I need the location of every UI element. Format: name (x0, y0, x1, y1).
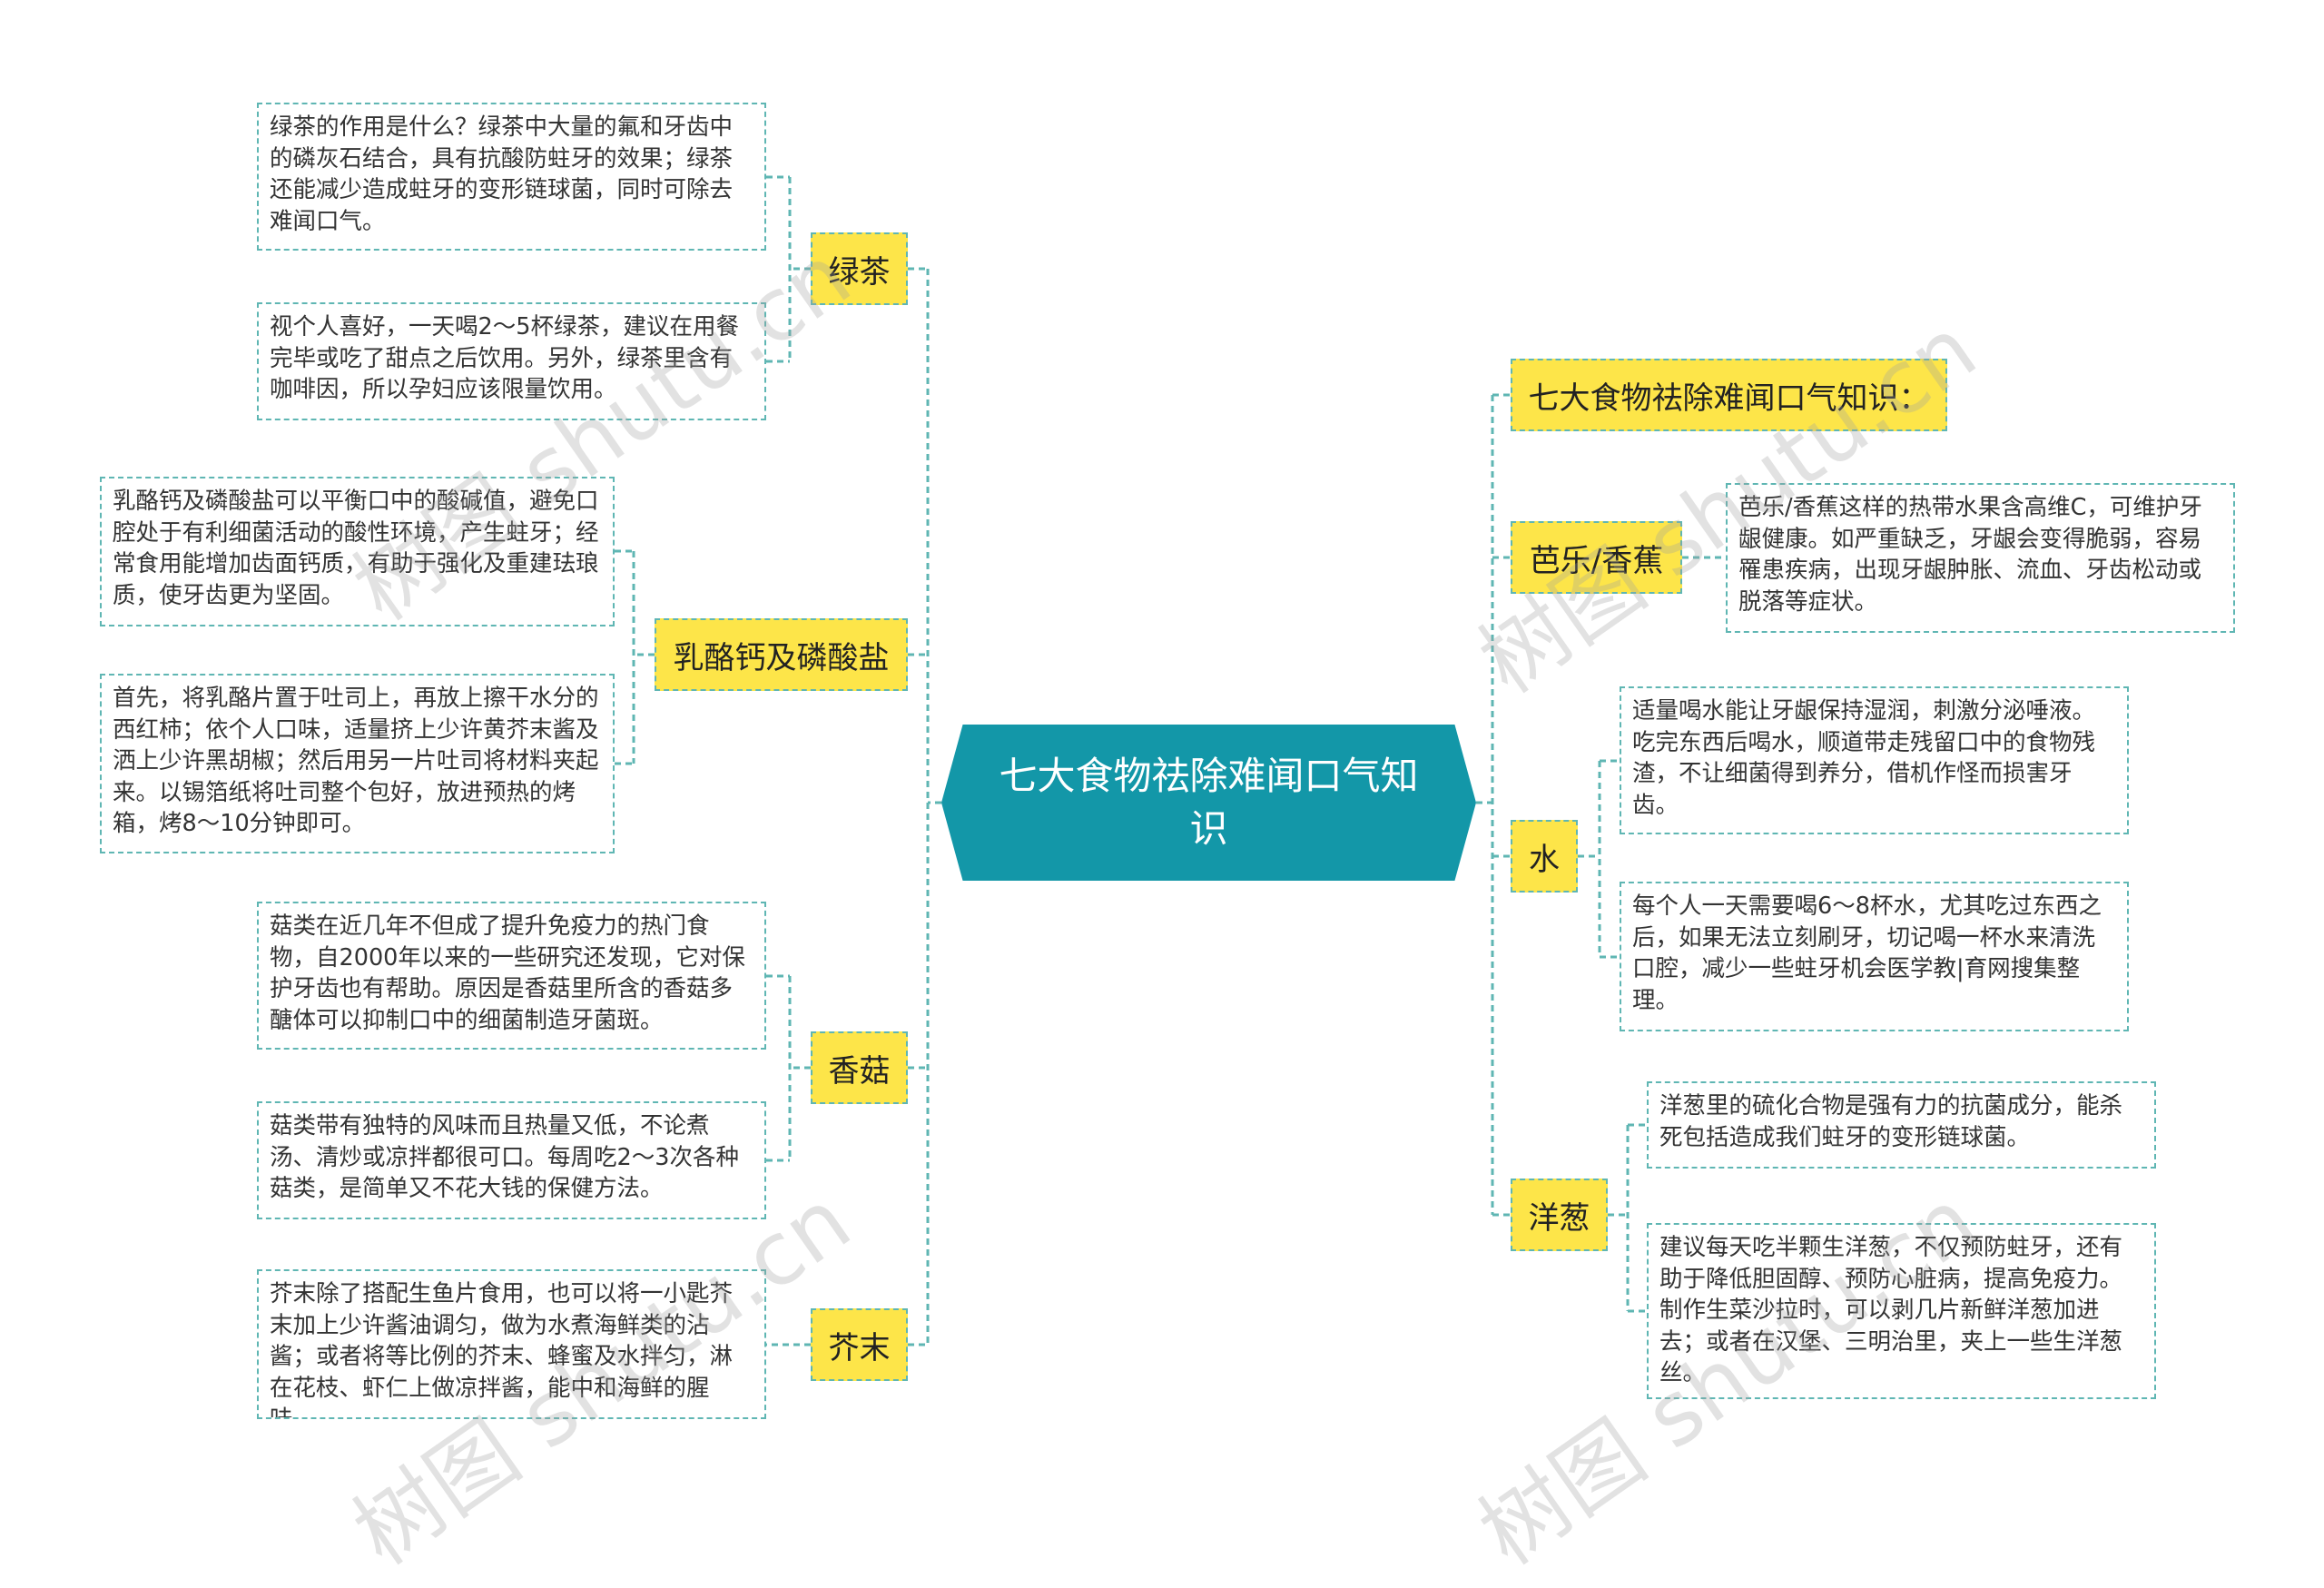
note-mushroom-1[interactable]: 菇类在近几年不但成了提升免疫力的热门食物，自2000年以来的一些研究还发现，它对… (257, 902, 766, 1050)
central-topic[interactable]: 七大食物祛除难闻口气知识 (941, 725, 1476, 881)
note-onion-1[interactable]: 洋葱里的硫化合物是强有力的抗菌成分，能杀死包括造成我们蛀牙的变形链球菌。 (1647, 1081, 2156, 1169)
topic-onion[interactable]: 洋葱 (1511, 1179, 1608, 1251)
note-water-2[interactable]: 每个人一天需要喝6～8杯水，尤其吃过东西之后，如果无法立刻刷牙，切记喝一杯水来清… (1620, 882, 2129, 1031)
note-cheese-2[interactable]: 首先，将乳酪片置于吐司上，再放上擦干水分的西红柿；依个人口味，适量挤上少许黄芥末… (100, 674, 615, 853)
note-cheese-1[interactable]: 乳酪钙及磷酸盐可以平衡口中的酸碱值，避免口腔处于有利细菌活动的酸性环境，产生蛀牙… (100, 477, 615, 626)
topic-mushroom[interactable]: 香菇 (811, 1031, 908, 1104)
topic-water[interactable]: 水 (1511, 820, 1578, 893)
note-mushroom-2[interactable]: 菇类带有独特的风味而且热量又低，不论煮汤、清炒或凉拌都很可口。每周吃2～3次各种… (257, 1101, 766, 1219)
topic-green-tea[interactable]: 绿茶 (811, 232, 908, 305)
note-green-tea-2[interactable]: 视个人喜好，一天喝2～5杯绿茶，建议在用餐完毕或吃了甜点之后饮用。另外，绿茶里含… (257, 302, 766, 420)
connector-lines (615, 175, 1726, 1346)
topic-wasabi[interactable]: 芥末 (811, 1308, 908, 1381)
topic-cheese[interactable]: 乳酪钙及磷酸盐 (655, 618, 908, 691)
note-wasabi-1[interactable]: 芥末除了搭配生鱼片食用，也可以将一小匙芥末加上少许酱油调匀，做为水煮海鲜类的沾酱… (257, 1269, 766, 1419)
note-water-1[interactable]: 适量喝水能让牙龈保持湿润，刺激分泌唾液。吃完东西后喝水，顺道带走残留口中的食物残… (1620, 686, 2129, 834)
topic-guava-banana[interactable]: 芭乐/香蕉 (1511, 521, 1682, 594)
note-guava-banana-1[interactable]: 芭乐/香蕉这样的热带水果含高维C，可维护牙龈健康。如严重缺乏，牙龈会变得脆弱，容… (1726, 483, 2235, 633)
central-topic-label: 七大食物祛除难闻口气知识 (999, 754, 1419, 851)
note-green-tea-1[interactable]: 绿茶的作用是什么？绿茶中大量的氟和牙齿中的磷灰石结合，具有抗酸防蛀牙的效果；绿茶… (257, 103, 766, 251)
topic-intro[interactable]: 七大食物祛除难闻口气知识： (1511, 359, 1947, 431)
mindmap-canvas: 七大食物祛除难闻口气知识 绿茶 绿茶的作用是什么？绿茶中大量的氟和牙齿中的磷灰石… (100, 103, 2235, 1584)
note-onion-2[interactable]: 建议每天吃半颗生洋葱，不仅预防蛀牙，还有助于降低胆固醇、预防心脏病，提高免疫力。… (1647, 1223, 2156, 1399)
